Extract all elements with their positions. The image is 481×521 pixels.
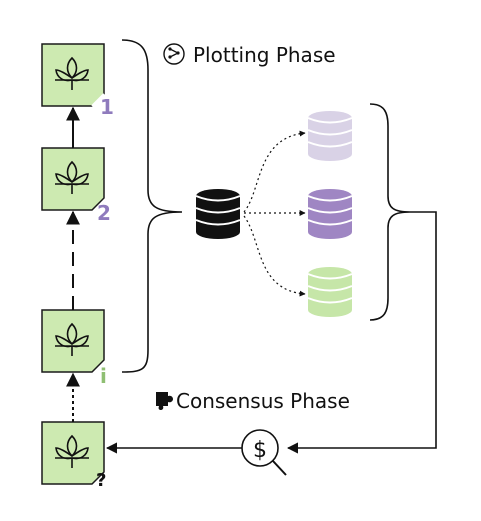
block-i: i: [41, 309, 107, 388]
dollar-search-icon: $: [241, 429, 287, 476]
block-label: i: [100, 364, 107, 388]
plotting-phase-label: Plotting Phase: [193, 43, 336, 67]
plot-cycle-icon: [163, 43, 185, 65]
block-1: 1: [41, 43, 114, 119]
block-label: ?: [96, 470, 106, 491]
svg-text:$: $: [253, 438, 267, 463]
right-brace: [369, 103, 411, 321]
database-icon: [307, 267, 353, 317]
block-unknown-card: [41, 421, 105, 485]
block-2-card: [41, 147, 105, 211]
left-brace: [121, 39, 183, 373]
source-database-icon: [195, 189, 241, 239]
block-2: 2: [41, 147, 111, 225]
database-icon: [307, 189, 353, 239]
database-icon: [307, 111, 353, 161]
consensus-phase-label: Consensus Phase: [176, 389, 350, 413]
block-i-card: [41, 309, 105, 373]
plot-arrow-top: [243, 130, 306, 213]
consensus-connector: [286, 211, 437, 454]
consensus-puzzle-icon: [156, 392, 173, 410]
block-label: 1: [100, 95, 114, 119]
block-1-card: [41, 43, 105, 107]
block-label: 2: [97, 201, 111, 225]
plot-arrow-bottom: [243, 215, 306, 297]
block-unknown: ?: [41, 421, 106, 491]
